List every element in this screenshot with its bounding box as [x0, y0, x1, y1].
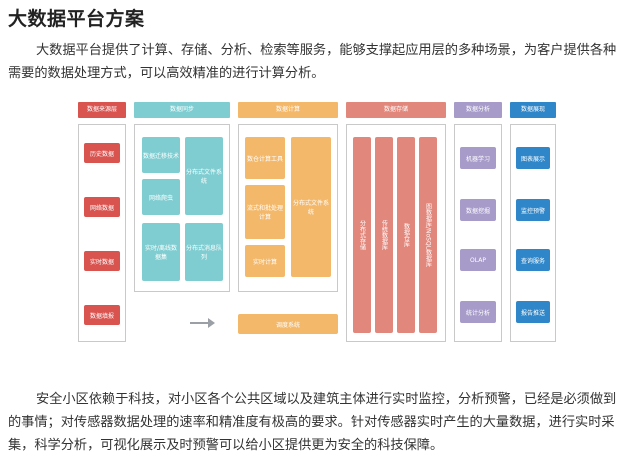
- analysis-item: OLAP: [460, 249, 496, 271]
- analysis-item: 统计分析: [460, 301, 496, 323]
- compute-column: 数仓计算工具 分布式文件系统 流式和批处理计算 实时计算: [238, 124, 338, 292]
- compute-item: 实时计算: [245, 245, 285, 277]
- app-item: 图表展示: [516, 147, 550, 169]
- arrow-icon: [208, 318, 215, 328]
- app-item: 监控预警: [516, 199, 550, 221]
- storage-item: 数据仓库: [397, 137, 415, 333]
- storage-item: 图数据库/NoSQL数据库: [419, 137, 437, 333]
- source-item: 数据填报: [84, 305, 120, 325]
- compute-item: 分布式文件系统: [291, 137, 331, 277]
- analysis-item: 机器学习: [460, 147, 496, 169]
- arrow-line: [190, 322, 208, 324]
- source-item: 网络数据: [84, 197, 120, 217]
- compute-item: 流式和批处理计算: [245, 185, 285, 239]
- analysis-column: 机器学习 数据挖掘 OLAP 统计分析: [454, 124, 502, 342]
- sync-item: 实时/离线数据集: [142, 223, 180, 281]
- body-paragraph: 安全小区依赖于科技，对小区各个公共区域以及建筑主体进行实时监控，分析预警，已经是…: [8, 392, 617, 453]
- analysis-item: 数据挖掘: [460, 199, 496, 221]
- sync-item: 网络爬虫: [142, 179, 180, 215]
- storage-column: 分布式存储 传统数据库 数据仓库 图数据库/NoSQL数据库: [346, 124, 446, 342]
- sync-item: 分布式消息队列: [185, 223, 223, 281]
- app-item: 报告推送: [516, 301, 550, 323]
- header-analysis: 数据分析: [454, 102, 502, 118]
- header-compute: 数据计算: [238, 102, 338, 118]
- architecture-diagram: 数据来源层 数据同步 数据计算 数据存储 数据分析 数据展现 历史数据 网络数据…: [78, 102, 556, 342]
- sync-item: 分布式文件系统: [185, 137, 223, 215]
- sync-column: 数据迁移技术 分布式文件系统 网络爬虫 实时/离线数据集 分布式消息队列: [134, 124, 230, 292]
- scheduler-bar: 调度系统: [238, 314, 338, 334]
- header-sync: 数据同步: [134, 102, 230, 118]
- storage-item: 分布式存储: [353, 137, 371, 333]
- intro-paragraph: 大数据平台提供了计算、存储、分析、检索等服务，能够支撑起应用层的多种场景，为客户…: [8, 43, 617, 81]
- header-source: 数据来源层: [78, 102, 126, 118]
- sync-item: 数据迁移技术: [142, 137, 180, 173]
- source-item: 实时数据: [84, 251, 120, 271]
- header-storage: 数据存储: [346, 102, 446, 118]
- page-title: 大数据平台方案: [8, 8, 145, 30]
- source-item: 历史数据: [84, 143, 120, 163]
- header-app: 数据展现: [510, 102, 556, 118]
- app-column: 图表展示 监控预警 查询服务 报告推送: [510, 124, 556, 342]
- app-item: 查询服务: [516, 249, 550, 271]
- storage-item: 传统数据库: [375, 137, 393, 333]
- source-column: 历史数据 网络数据 实时数据 数据填报: [78, 124, 126, 342]
- compute-item: 数仓计算工具: [245, 137, 285, 179]
